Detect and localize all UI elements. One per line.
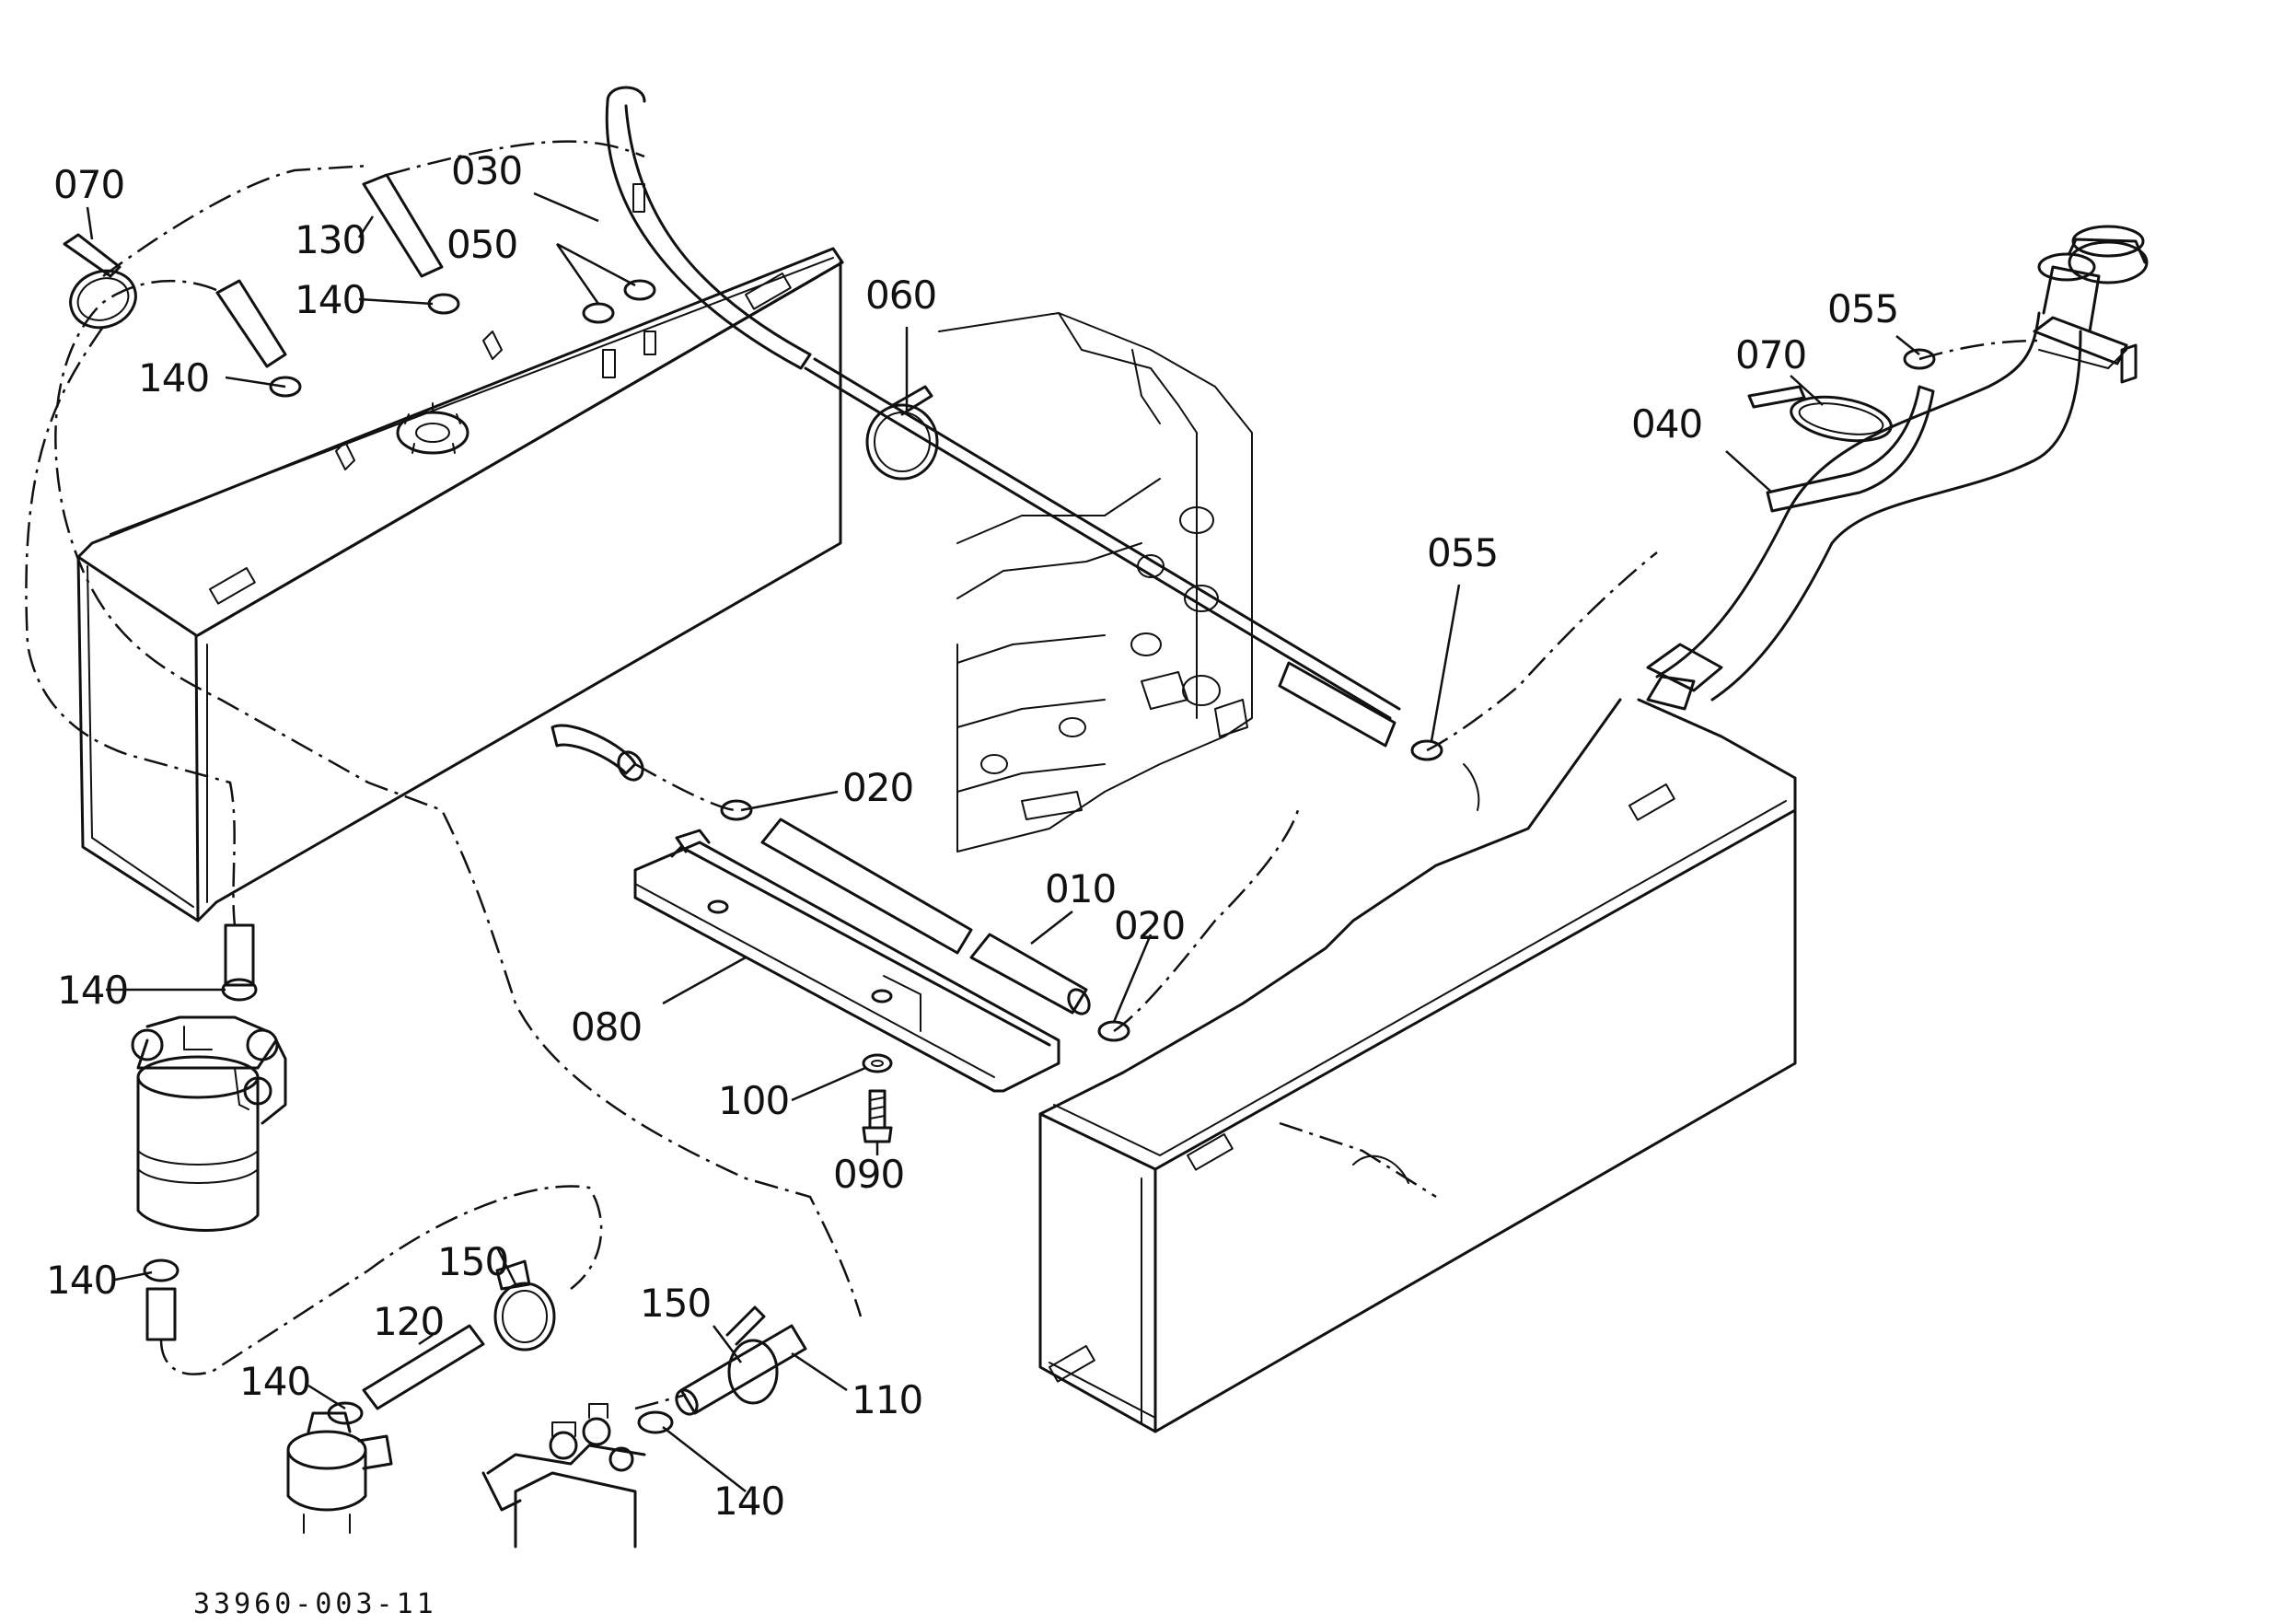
callout-050: 050 [446,222,517,267]
document-number: 33960-003-11 [193,1588,437,1620]
callout-120: 120 [373,1299,444,1344]
callout-140-filter-bottom: 140 [46,1258,117,1303]
callout-070-right: 070 [1735,332,1806,377]
engine-block-outline [938,312,1253,853]
callout-020-lower: 020 [1114,903,1185,948]
callout-150-right: 150 [640,1281,711,1326]
routing-dash-lines [25,140,2040,1410]
leader-lines [86,191,1920,1492]
hose-010 [760,818,1091,1015]
callout-100: 100 [718,1078,789,1123]
hose-130 [362,173,444,278]
callout-090: 090 [833,1152,904,1197]
callout-080: 080 [571,1004,642,1050]
callout-040: 040 [1631,401,1702,447]
injection-pump-fragment-left [286,1411,393,1534]
left-fuel-tank [76,247,844,922]
bolt-090 [862,1089,893,1143]
band-clamp-070-right [1747,385,1893,443]
hose-lower-left [550,724,644,782]
injection-pump-fragment-right [481,1403,646,1549]
clamp-150-right [725,1305,779,1405]
callout-030: 030 [451,148,522,193]
callout-010: 010 [1045,866,1116,911]
band-clamp-070-left [63,233,137,330]
band-clamp-060 [865,385,939,481]
hose-060-line [804,357,1401,748]
hose-030 [605,86,812,370]
fuel-filter [131,1015,287,1232]
callout-055-right: 055 [1827,286,1898,331]
filler-neck-assembly [1646,225,2149,702]
washer-100 [862,1053,893,1073]
callout-140-lower-left: 140 [239,1359,310,1404]
right-fuel-tank [1038,675,1797,1433]
mounting-bracket [633,829,1060,1093]
callout-150-left: 150 [437,1239,508,1284]
callout-020-upper: 020 [842,765,913,810]
clamp-150-left [493,1259,556,1351]
hose-140-left-upper [215,279,287,368]
callout-055-center: 055 [1427,530,1498,575]
callout-110: 110 [852,1377,922,1422]
hose-120 [362,1324,485,1410]
part-callouts: 070 130 140 140 030 050 060 055 070 040 … [46,148,1899,1524]
callout-130: 130 [295,217,365,262]
hose-040 [1766,385,1935,513]
hose-filter-outlet [145,1287,177,1341]
callout-140-filter-top: 140 [57,968,128,1013]
hose-110 [675,1324,807,1416]
hose-filter-inlet [224,923,255,987]
callout-060: 060 [865,273,936,318]
callout-070-left: 070 [53,162,124,207]
callout-140-lower-right: 140 [713,1479,784,1524]
callout-140-upper-left: 140 [138,355,209,400]
callout-140-upper-right: 140 [295,277,365,322]
